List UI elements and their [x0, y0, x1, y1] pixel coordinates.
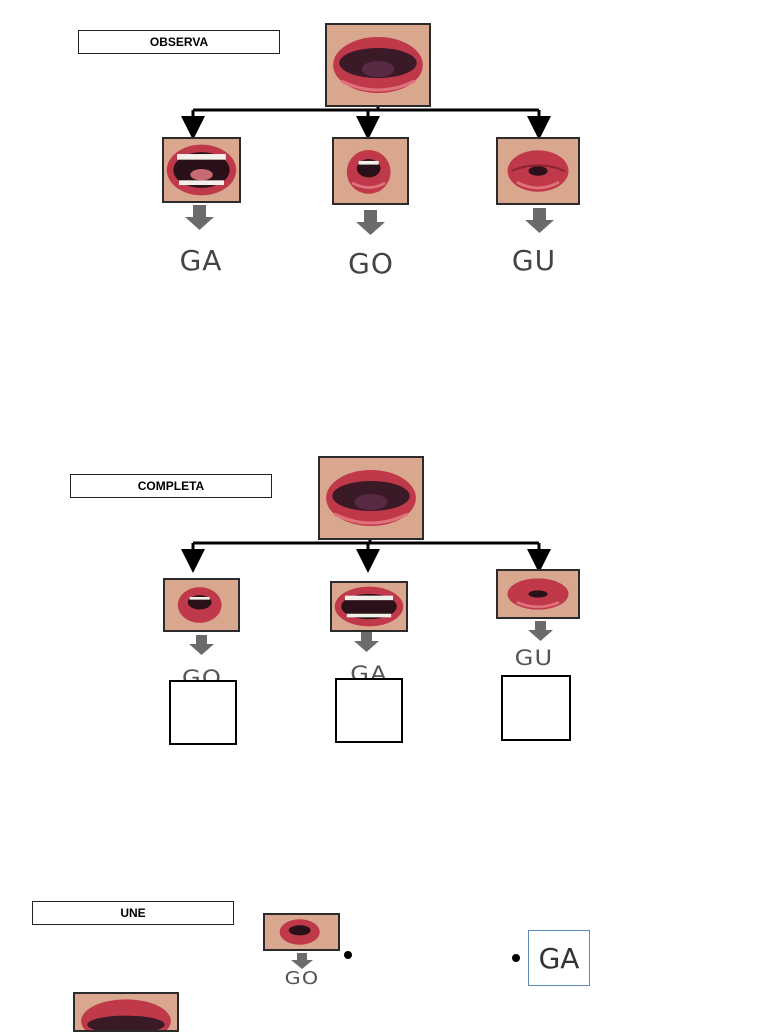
tree-connector-observa	[181, 106, 551, 140]
syllable-go: GO	[348, 247, 394, 280]
syllable-gu: GU	[511, 244, 557, 277]
completa-title: COMPLETA	[70, 474, 272, 498]
open-mouth-icon	[73, 992, 179, 1032]
down-arrow-icon	[291, 953, 313, 969]
answer-box-1[interactable]	[169, 680, 237, 745]
match-dot-left[interactable]	[344, 951, 352, 959]
answer-box-2[interactable]	[335, 678, 403, 743]
round-mouth-icon	[163, 578, 240, 632]
une-title: UNE	[32, 901, 234, 925]
tree-connector-completa	[181, 540, 551, 573]
answer-box-3[interactable]	[501, 675, 571, 741]
match-dot-right[interactable]	[512, 954, 520, 962]
down-arrow-icon	[354, 632, 379, 652]
pucker-mouth-icon	[496, 569, 580, 619]
pucker-mouth-icon	[496, 137, 580, 205]
down-arrow-icon	[528, 621, 553, 641]
wide-mouth-icon	[162, 137, 241, 203]
down-arrow-icon	[189, 635, 214, 655]
round-mouth-icon	[263, 913, 340, 951]
syllable-ga: GA	[179, 244, 223, 277]
une-ga-box: GA	[528, 930, 590, 986]
down-arrow-icon	[185, 205, 214, 230]
open-mouth-icon	[325, 23, 431, 107]
round-mouth-icon	[332, 137, 409, 205]
open-mouth-icon	[318, 456, 424, 540]
down-arrow-icon	[525, 208, 554, 233]
observa-title: OBSERVA	[78, 30, 280, 54]
syllable-gu: GU	[514, 646, 554, 670]
wide-mouth-icon	[330, 581, 408, 632]
down-arrow-icon	[356, 210, 385, 235]
une-syllable-go: GO	[284, 968, 320, 989]
